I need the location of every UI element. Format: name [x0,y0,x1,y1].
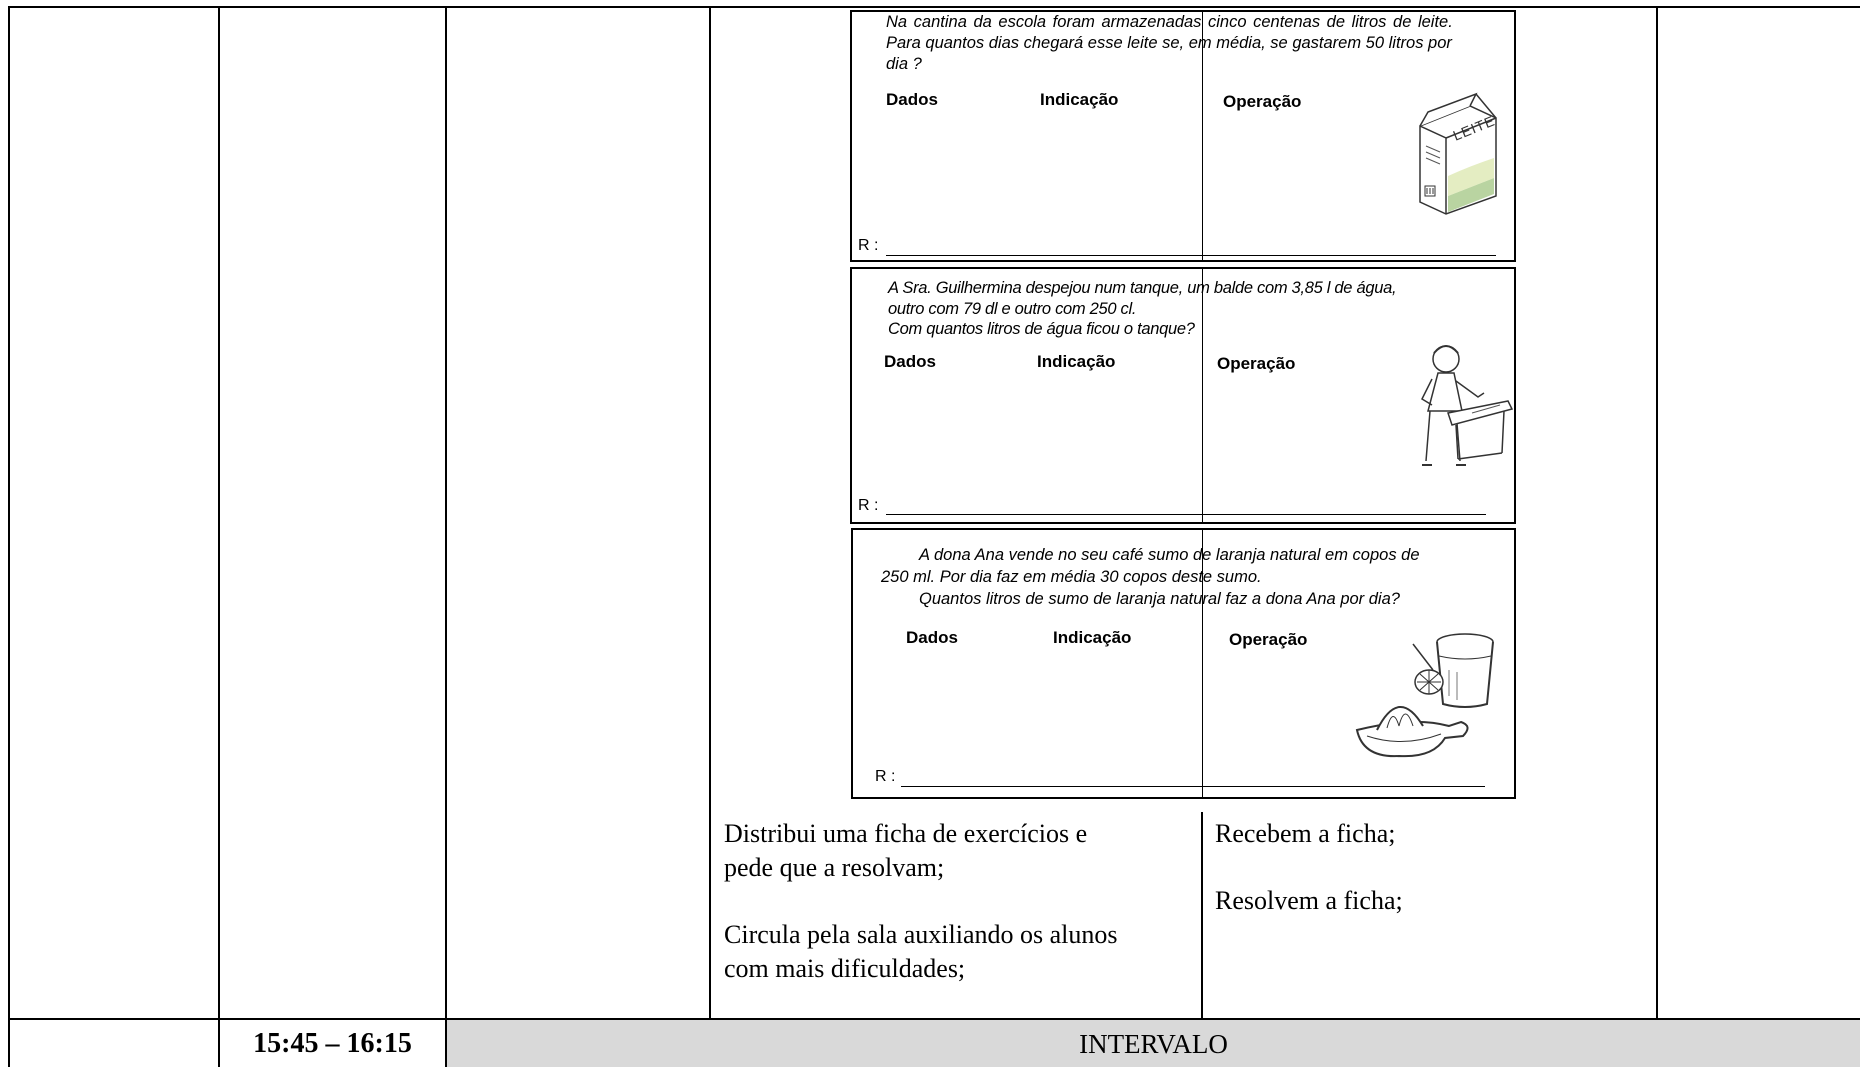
exercise-2-question-line-2: outro com 79 dl e outro com 250 cl. [888,300,1137,318]
col-divider-4 [1201,812,1203,1019]
table-left-border [8,6,10,1067]
col-divider-2 [445,6,447,1067]
exercise-3-question-line-3: Quantos litros de sumo de laranja natura… [919,590,1400,608]
exercise-3-operacao-header: Operação [1229,630,1308,649]
intervalo-cell [447,1020,1860,1067]
exercise-3-answer-line [901,786,1485,787]
exercise-1-answer-line [886,255,1496,256]
exercise-2-question-line-3: Com quantos litros de água ficou o tanqu… [888,320,1195,338]
time-slot: 15:45 – 16:15 [253,1028,412,1059]
intervalo-label: INTERVALO [1079,1029,1228,1059]
student-activity-line-2: Resolvem a ficha; [1215,886,1403,915]
col-divider-3 [709,6,711,1019]
milk-carton-icon [1419,92,1497,215]
exercise-box-1: Na cantina da escola foram armazenadas c… [850,10,1516,262]
exercise-box-3-divider [1202,530,1203,799]
exercise-1-indicacao-header: Indicação [1040,90,1119,109]
exercise-3-question-line-2: 250 ml. Por dia faz em média 30 copos de… [881,568,1262,586]
exercise-box-1-divider [1202,12,1203,262]
exercise-box-2: A Sra. Guilhermina despejou num tanque, … [850,267,1516,524]
exercise-box-2-divider [1202,269,1203,524]
student-activity-line-1: Recebem a ficha; [1215,819,1396,848]
exercise-3-question-line-1: A dona Ana vende no seu café sumo de lar… [919,546,1420,564]
exercise-3-dados-header: Dados [906,628,958,647]
col-divider-1 [218,6,220,1067]
exercise-2-question-line-1: A Sra. Guilhermina despejou num tanque, … [888,279,1397,297]
row-divider [8,1018,1860,1020]
woman-pouring-bucket-icon [1421,345,1514,466]
teacher-activity-line-1: Distribui uma ficha de exercícios e [724,819,1088,848]
exercise-1-dados-header: Dados [886,90,938,109]
teacher-activity-line-3: Circula pela sala auxiliando os alunos [724,920,1118,949]
exercise-3-answer-label: R : [875,768,896,785]
exercise-1-question-line-3: dia ? [886,55,922,73]
col-divider-5 [1656,6,1658,1019]
exercise-1-operacao-header: Operação [1223,92,1302,111]
table-top-border [8,6,1860,8]
exercise-2-answer-label: R : [858,497,879,514]
exercise-box-3: A dona Ana vende no seu café sumo de lar… [851,528,1516,799]
exercise-2-answer-line [886,514,1486,515]
exercise-1-question-line-1: Na cantina da escola foram armazenadas c… [886,13,1453,31]
teacher-activity-line-2: pede que a resolvam; [724,853,945,882]
exercise-1-answer-label: R : [858,237,879,254]
juice-glass-and-squeezer-icon [1355,633,1494,758]
exercise-2-dados-header: Dados [884,352,936,371]
exercise-3-indicacao-header: Indicação [1053,628,1132,647]
exercise-2-indicacao-header: Indicação [1037,352,1116,371]
teacher-activity-line-4: com mais dificuldades; [724,954,966,983]
exercise-2-operacao-header: Operação [1217,354,1296,373]
exercise-1-question-line-2: Para quantos dias chegará esse leite se,… [886,34,1452,52]
